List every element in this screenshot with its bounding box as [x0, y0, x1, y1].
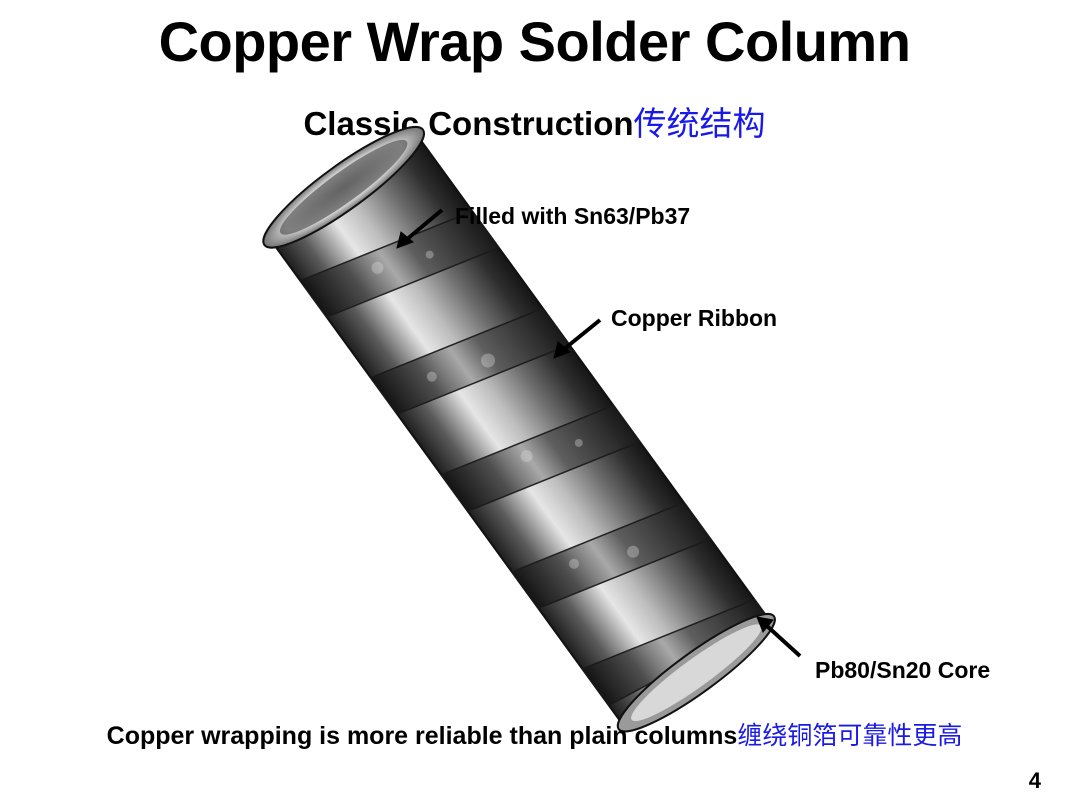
copper-ribbon-label: Copper Ribbon	[611, 305, 778, 331]
footer-english: Copper wrapping is more reliable than pl…	[106, 722, 738, 750]
slide-subtitle: Classic Construction传统结构	[0, 104, 1069, 144]
page-number: 4	[1028, 768, 1041, 793]
subtitle-chinese: 传统结构	[633, 104, 766, 143]
slide-title: Copper Wrap Solder Column	[158, 10, 911, 73]
subtitle-english: Classic Construction	[303, 105, 634, 142]
footer-chinese: 缠绕铜箔可靠性更高	[737, 721, 963, 750]
core-label: Pb80/Sn20 Core	[815, 657, 991, 683]
callout-arrows	[396, 208, 802, 658]
filled-with-label: Filled with Sn63/Pb37	[455, 203, 691, 229]
footer-caption: Copper wrapping is more reliable than pl…	[0, 720, 1069, 752]
